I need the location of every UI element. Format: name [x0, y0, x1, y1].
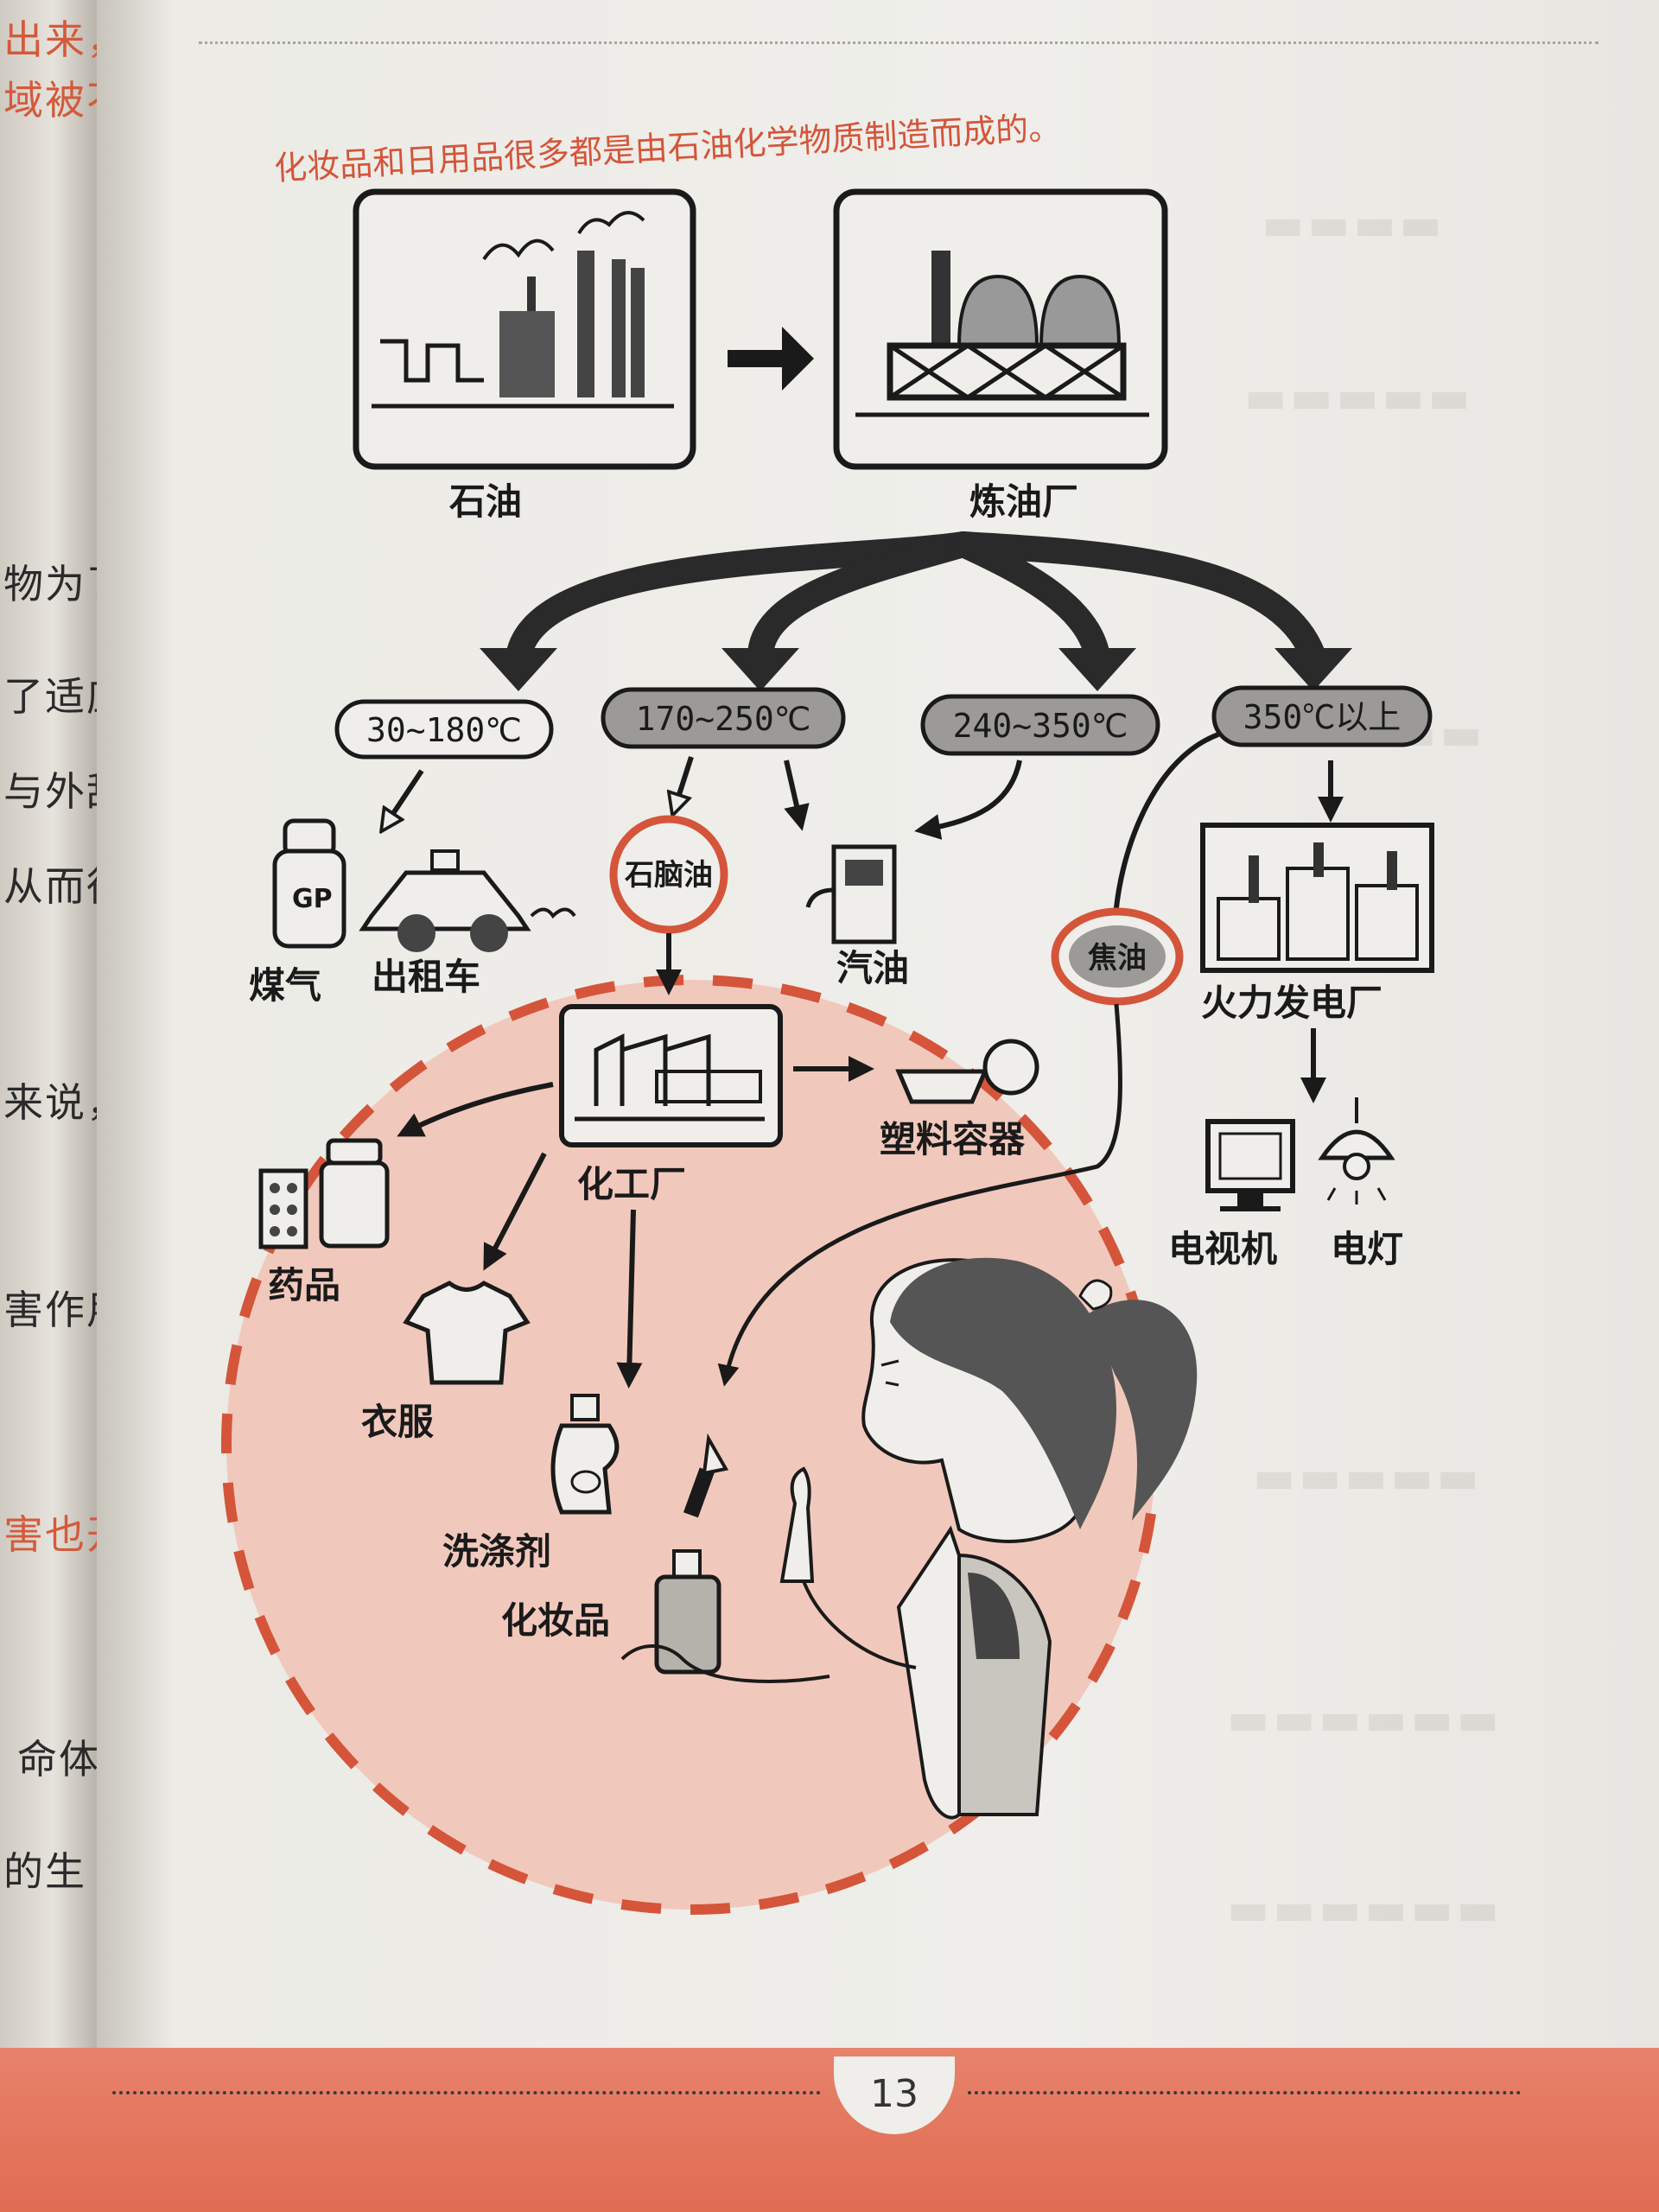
- temp-pill-4: 350℃以上: [1211, 685, 1433, 747]
- detergent-label: 洗涤剂: [442, 1530, 551, 1573]
- bleed-through-text: ▬▬▬▬▬▬: [1227, 1694, 1503, 1745]
- bleed-through-text: ▬▬▬▬: [1262, 199, 1446, 251]
- temp-pill-3: 240~350℃: [920, 694, 1160, 756]
- diagram-caption: 化妆品和日用品很多都是由石油化学物质制造而成的。: [273, 108, 1062, 188]
- page-top-divider: [199, 41, 1599, 44]
- cosmetics-bottle-icon: [654, 1549, 721, 1675]
- lamp-label: 电灯: [1331, 1228, 1403, 1270]
- footer-band: [0, 2048, 1659, 2212]
- distillation-branches: [505, 531, 1326, 670]
- secondary-arrows: [387, 732, 1344, 938]
- gas-cylinder-icon: GP: [272, 818, 346, 949]
- plant-to-detergent-arrow: [616, 1209, 643, 1389]
- naphtha-label: 石脑油: [624, 858, 713, 893]
- tv-label: 电视机: [1168, 1228, 1277, 1270]
- tv-icon: [1205, 1119, 1295, 1211]
- lipstick-icon: [683, 1433, 729, 1518]
- clothes-label: 衣服: [361, 1401, 434, 1443]
- tshirt-icon: [403, 1281, 531, 1385]
- bleed-through-text: ▬▬▬▬▬▬: [1227, 1884, 1503, 1936]
- gas-pump-icon: [805, 844, 897, 944]
- plant-to-medicine-arrow: [397, 1082, 554, 1137]
- page-number: 13: [870, 2072, 918, 2116]
- coke-oil-blob: [1069, 925, 1166, 988]
- cosmetics-label: 化妆品: [501, 1599, 610, 1642]
- refinery-label: 炼油厂: [969, 480, 1078, 523]
- power-plant-label: 火力发电厂: [1201, 982, 1382, 1024]
- power-plant-icon: [1200, 823, 1434, 973]
- left-page-line: 命体: [17, 1736, 100, 1783]
- taxi-icon: [359, 849, 576, 952]
- taxi-label: 出租车: [372, 956, 480, 998]
- chemical-plant-icon: [559, 1004, 783, 1147]
- medicine-label: 药品: [268, 1264, 340, 1306]
- footer-divider-right: [968, 2091, 1521, 2094]
- footer-divider-left: [112, 2091, 821, 2094]
- refinery-illustration: [833, 188, 1168, 470]
- temp-range-1: 30~180℃: [366, 711, 522, 749]
- chemical-plant-label: 化工厂: [577, 1163, 686, 1205]
- detergent-bottle-icon: [550, 1394, 620, 1515]
- coke-oil-to-cosmetics-arrow: [717, 1003, 1123, 1387]
- temp-range-3: 240~350℃: [953, 707, 1128, 745]
- naphtha-highlight: [609, 815, 728, 934]
- oil-to-refinery-arrow: [728, 327, 814, 391]
- medicine-icon: [258, 1138, 390, 1249]
- gasoline-label: 汽油: [836, 947, 909, 989]
- temp-pill-1: 30~180℃: [334, 699, 554, 760]
- plastic-label: 塑料容器: [880, 1118, 1026, 1160]
- coke-oil-label: 焦油: [1088, 941, 1147, 976]
- temp-pill-2: 170~250℃: [601, 687, 846, 749]
- plastic-bowl-icon: [895, 1039, 1039, 1104]
- girl-illustration: [620, 1257, 1198, 1820]
- bleed-through-text: ▬▬▬▬▬: [1244, 372, 1474, 423]
- oil-illustration: [353, 188, 696, 470]
- bleed-through-text: ▬▬▬▬▬: [1253, 1452, 1483, 1503]
- svg-text:GP: GP: [292, 884, 333, 914]
- gas-label: 煤气: [249, 964, 321, 1007]
- temp-range-4: 350℃以上: [1243, 698, 1402, 736]
- left-page-line: 的生: [3, 1848, 86, 1895]
- oil-label: 石油: [449, 480, 522, 523]
- lamp-icon: [1318, 1097, 1395, 1205]
- branch-arrowheads: [480, 648, 1352, 691]
- plant-to-clothes-arrow: [483, 1152, 547, 1271]
- temp-range-2: 170~250℃: [636, 700, 811, 738]
